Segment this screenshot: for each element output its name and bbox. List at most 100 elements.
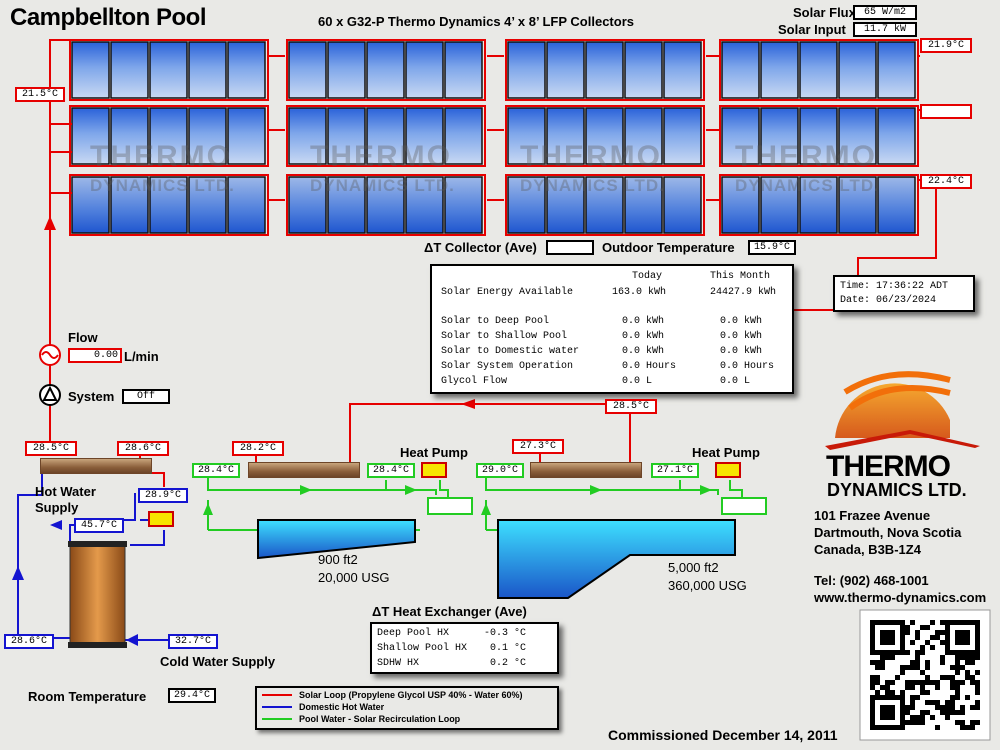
qr-module bbox=[970, 705, 975, 710]
collector-panel bbox=[624, 176, 663, 234]
qr-module bbox=[950, 650, 955, 655]
delta-collector-label: ΔT Collector (Ave) bbox=[424, 240, 537, 255]
company-website[interactable]: www.thermo-dynamics.com bbox=[814, 590, 987, 605]
qr-module bbox=[870, 660, 875, 665]
qr-module bbox=[875, 725, 880, 730]
qr-module bbox=[915, 715, 920, 720]
hx-delta-panel: Deep Pool HX -0.3 °C Shallow Pool HX 0.1… bbox=[370, 622, 559, 674]
collector-panel bbox=[585, 41, 624, 99]
qr-module bbox=[945, 715, 950, 720]
qr-module bbox=[940, 660, 945, 665]
qr-module bbox=[960, 620, 965, 625]
qr-module bbox=[890, 695, 895, 700]
qr-module bbox=[940, 675, 945, 680]
hx-delta-title: ΔT Heat Exchanger (Ave) bbox=[372, 604, 527, 619]
hot-water-temp: 45.7°C bbox=[74, 518, 124, 533]
qr-module bbox=[870, 680, 875, 685]
qr-module bbox=[950, 680, 955, 685]
stats-col-today: Today bbox=[632, 271, 663, 282]
collector-panel bbox=[288, 41, 327, 99]
qr-module bbox=[900, 700, 905, 705]
stats-row-today: 0.0 Hours bbox=[622, 361, 677, 372]
qr-module bbox=[905, 705, 910, 710]
qr-module bbox=[875, 680, 880, 685]
qr-module bbox=[960, 725, 965, 730]
qr-module bbox=[945, 700, 950, 705]
stats-row-today: 0.0 kWh bbox=[622, 346, 665, 357]
collector-panel bbox=[663, 41, 702, 99]
heat-pump-deep bbox=[715, 462, 741, 478]
qr-module bbox=[970, 660, 975, 665]
qr-module bbox=[870, 650, 875, 655]
collector-panel bbox=[188, 107, 227, 165]
collector-panel bbox=[188, 176, 227, 234]
cold-water-label: Cold Water Supply bbox=[160, 654, 276, 669]
stats-row-month: 24427.9 kWh bbox=[710, 287, 777, 298]
qr-module bbox=[885, 725, 890, 730]
hx-row-value: 0.1 °C bbox=[490, 643, 527, 654]
collector-panel bbox=[110, 107, 149, 165]
qr-module bbox=[875, 620, 880, 625]
energy-stats-panel: Today This Month Solar Energy Available … bbox=[430, 264, 794, 394]
qr-module bbox=[885, 620, 890, 625]
qr-module bbox=[915, 660, 920, 665]
deep-pool-area: 5,000 ft2 bbox=[668, 560, 719, 575]
qr-module bbox=[890, 655, 895, 660]
qr-module bbox=[870, 710, 875, 715]
qr-module bbox=[960, 680, 965, 685]
qr-module bbox=[975, 620, 980, 625]
qr-module bbox=[880, 620, 885, 625]
qr-module bbox=[975, 720, 980, 725]
qr-module bbox=[870, 620, 875, 625]
qr-module bbox=[950, 685, 955, 690]
qr-module bbox=[960, 665, 965, 670]
qr-module bbox=[885, 630, 890, 635]
qr-module bbox=[905, 720, 910, 725]
qr-module bbox=[880, 650, 885, 655]
qr-module bbox=[925, 680, 930, 685]
qr-module bbox=[955, 620, 960, 625]
stats-row-today: 163.0 kWh bbox=[612, 287, 667, 298]
qr-module bbox=[935, 680, 940, 685]
collector-panel bbox=[227, 176, 266, 234]
qr-module bbox=[920, 690, 925, 695]
qr-module bbox=[970, 725, 975, 730]
collector-panel bbox=[366, 107, 405, 165]
collector-panel bbox=[799, 107, 838, 165]
collector-panel bbox=[71, 176, 110, 234]
qr-module bbox=[885, 635, 890, 640]
qr-module bbox=[880, 630, 885, 635]
qr-module bbox=[970, 655, 975, 660]
qr-module bbox=[910, 705, 915, 710]
qr-module bbox=[920, 710, 925, 715]
watermark-text: DYNAMICS LTD. bbox=[735, 176, 880, 195]
deep-pool-in-temp: 29.0°C bbox=[476, 463, 524, 478]
qr-module bbox=[890, 640, 895, 645]
flow-value: 0.00 bbox=[68, 348, 122, 363]
qr-module bbox=[955, 720, 960, 725]
qr-module bbox=[915, 655, 920, 660]
qr-module bbox=[870, 715, 875, 720]
hx3-in-temp: 27.3°C bbox=[512, 439, 564, 454]
collector-panel bbox=[327, 176, 366, 234]
qr-module bbox=[965, 695, 970, 700]
qr-module bbox=[955, 630, 960, 635]
qr-module bbox=[870, 695, 875, 700]
qr-module bbox=[960, 720, 965, 725]
collector-panel bbox=[838, 107, 877, 165]
qr-module bbox=[945, 625, 950, 630]
qr-module bbox=[880, 710, 885, 715]
qr-module bbox=[975, 680, 980, 685]
legend-solar: Solar Loop (Propylene Glycol USP 40% - W… bbox=[299, 690, 523, 700]
qr-module bbox=[960, 640, 965, 645]
qr-module bbox=[970, 720, 975, 725]
collector-panel bbox=[877, 176, 916, 234]
qr-module bbox=[965, 635, 970, 640]
qr-module bbox=[905, 625, 910, 630]
qr-module bbox=[970, 680, 975, 685]
collector-group bbox=[505, 174, 705, 236]
qr-module bbox=[900, 620, 905, 625]
collector-panel bbox=[405, 176, 444, 234]
watermark-text: DYNAMICS LTD. bbox=[310, 176, 455, 195]
